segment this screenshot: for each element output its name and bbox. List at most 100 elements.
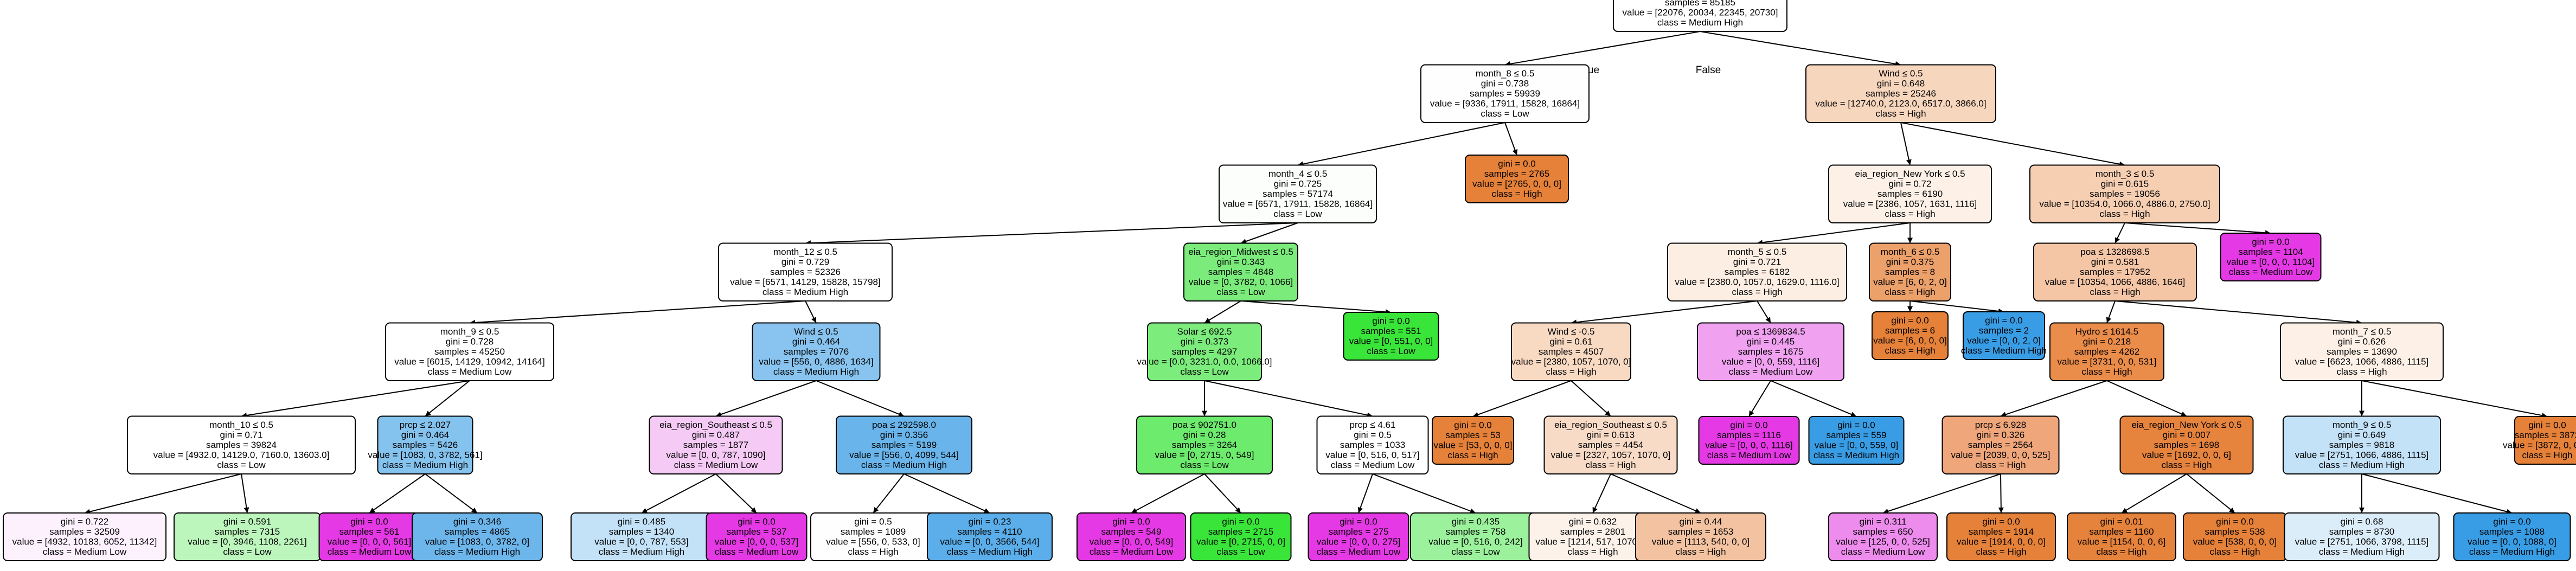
node-line-3: value = [2327, 1057, 1070, 0] <box>1551 450 1671 460</box>
node-line-3: value = [22076, 20034, 22345, 20730] <box>1623 8 1778 18</box>
node-line-3: value = [0, 3782, 0, 1066] <box>1189 277 1293 287</box>
edge-arrowhead <box>1512 149 1518 155</box>
node-line-0: gini = 0.0 <box>1985 316 2022 326</box>
node-box <box>1808 416 1905 465</box>
node-line-1: samples = 275 <box>1328 527 1388 537</box>
edge-n26-n44 <box>903 473 990 514</box>
edge-arrowhead <box>2359 508 2364 513</box>
node-box <box>1432 416 1514 465</box>
edge-n10-n20 <box>1909 300 2004 312</box>
node-line-0: Wind ≤ -0.5 <box>1548 326 1595 337</box>
node-line-2: value = [0, 0, 0, 549] <box>1090 537 1174 547</box>
node-line-0: poa ≤ 292598.0 <box>872 420 936 430</box>
node-line-4: class = High <box>1875 108 1926 119</box>
edge-n23-n37 <box>84 473 242 514</box>
node-line-0: gini = 0.5 <box>854 517 892 527</box>
node-box <box>3 512 166 561</box>
node-line-4: class = Medium Low <box>674 460 758 470</box>
node-line-4: class = High <box>2081 367 2132 377</box>
node-line-1: samples = 2715 <box>1208 527 1274 537</box>
node-line-4: class = High <box>1975 460 2026 470</box>
node-line-0: gini = 0.311 <box>1859 517 1906 527</box>
node-box <box>2067 512 2176 561</box>
node-line-0: gini = 0.23 <box>969 517 1011 527</box>
node-line-3: value = [1083, 0, 3782, 561] <box>368 450 482 460</box>
node-box <box>1465 155 1569 203</box>
node-line-3: value = [0, 0, 787, 1090] <box>667 450 766 460</box>
edge-n21-n34 <box>2106 380 2187 417</box>
node-line-0: eia_region_Midwest ≤ 0.5 <box>1188 247 1293 257</box>
edge-arrowhead <box>2122 508 2128 513</box>
node-line-2: value = [3872, 0, 0, 0] <box>2503 440 2576 451</box>
node-line-1: samples = 549 <box>1101 527 1161 537</box>
node-line-1: gini = 0.326 <box>1977 430 2024 440</box>
node-line-4: class = Medium High <box>382 460 468 470</box>
edge-n18-n31 <box>1748 380 1771 417</box>
node-line-3: value = [6571, 14129, 15828, 15798] <box>730 277 880 287</box>
node-line-4: class = Medium High <box>773 367 859 377</box>
node-box <box>1613 0 1787 32</box>
node-line-3: value = [556, 0, 4099, 544] <box>849 450 959 460</box>
node-line-1: samples = 6 <box>1885 325 1935 336</box>
node-line-2: value = [0, 0, 0, 537] <box>715 537 799 547</box>
edge-n11-n22 <box>2114 300 2362 324</box>
edge-n34-n54 <box>2186 473 2235 514</box>
node-line-2: value = [0, 0, 0, 561] <box>328 537 412 547</box>
node-line-0: poa ≤ 1328698.5 <box>2080 247 2150 257</box>
node-line-2: samples = 25246 <box>1866 88 1936 99</box>
node-line-0: Wind ≤ 0.5 <box>794 326 838 337</box>
node-box <box>1635 512 1766 561</box>
edge-arrowhead <box>811 317 817 323</box>
edge-n17-n30 <box>1571 380 1611 417</box>
node-line-0: gini = 0.485 <box>618 517 665 527</box>
node-box <box>127 415 356 474</box>
node-box <box>1946 512 2056 561</box>
node-line-2: value = [0, 0, 0, 1116] <box>1705 440 1792 451</box>
edge-n21-n33 <box>2000 380 2107 417</box>
edge-n30-n49 <box>1592 473 1611 514</box>
node-line-0: gini = 0.0 <box>1982 517 2020 527</box>
edge-n24-n39 <box>369 473 426 514</box>
node-box <box>1147 322 1262 381</box>
node-line-2: samples = 6190 <box>1877 189 1943 199</box>
node-line-2: samples = 57174 <box>1263 189 1333 199</box>
node-line-0: Hydro ≤ 1614.5 <box>2075 326 2138 337</box>
edge-arrowhead <box>2180 411 2187 416</box>
node-line-1: samples = 1914 <box>1969 527 2034 537</box>
node-line-2: value = [0, 0, 2, 0] <box>1967 336 2041 346</box>
node-box <box>1828 512 1938 561</box>
node-line-0: month_9 ≤ 0.5 <box>2333 420 2392 430</box>
node-line-2: value = [0, 3946, 1108, 2261] <box>188 537 306 547</box>
node-line-2: value = [538, 0, 0, 0] <box>2193 537 2277 547</box>
node-line-2: samples = 3264 <box>1172 440 1238 450</box>
node-box <box>2029 164 2220 223</box>
node-line-1: gini = 0.725 <box>1274 179 1322 189</box>
node-line-0: month_10 ≤ 0.5 <box>209 420 273 430</box>
node-line-4: class = Medium Low <box>428 367 512 377</box>
edge-arrowhead <box>1469 508 1476 514</box>
node-line-0: gini = 0.0 <box>2493 517 2530 527</box>
node-line-1: gini = 0.721 <box>1733 257 1781 267</box>
node-line-3: class = Medium Low <box>1090 547 1174 557</box>
